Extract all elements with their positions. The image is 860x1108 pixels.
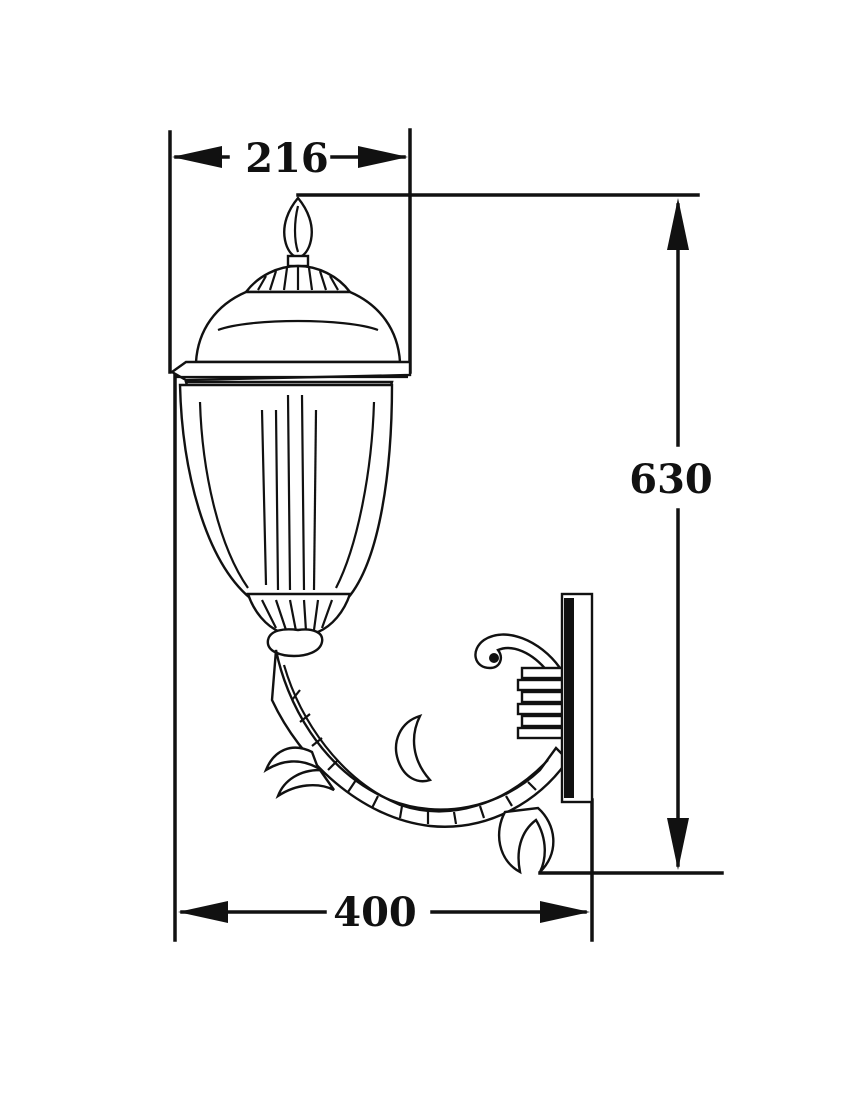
arrowhead-right-icon — [358, 146, 408, 168]
arrowhead-down-icon — [667, 818, 689, 870]
wall-plate-edge — [564, 598, 574, 798]
glass-frame-left — [260, 409, 280, 591]
lantern-glass-icon — [178, 383, 394, 600]
scroll-icon — [474, 633, 562, 674]
top-width-label: 216 — [245, 135, 329, 182]
bottom-width-label: 400 — [333, 889, 417, 936]
leaf-left-icon — [263, 746, 321, 773]
canopy-rim — [169, 360, 412, 382]
neck-knob — [266, 628, 324, 658]
dimension-top-width: 216 — [168, 128, 412, 374]
arm-inner-line — [282, 664, 549, 813]
arrowhead-left-bottom-icon — [178, 901, 228, 923]
finial-collar — [286, 254, 310, 268]
bracket-collar — [516, 666, 568, 740]
arrowhead-right-bottom-icon — [540, 901, 590, 923]
dimension-height: 630 — [296, 193, 724, 875]
lamp-illustration — [169, 196, 594, 875]
finial-detail — [293, 205, 300, 253]
glass-frame-center — [286, 394, 306, 591]
arrowhead-up-icon — [667, 198, 689, 250]
crown-ribs — [257, 266, 339, 291]
lantern-base — [246, 592, 352, 634]
scroll-eye — [489, 653, 499, 663]
arm-texture — [291, 689, 537, 825]
leaf-bottom-icon — [497, 806, 555, 875]
base-ribs — [261, 599, 334, 632]
arrowhead-left-icon — [172, 146, 222, 168]
leaf-middle-icon — [394, 714, 433, 783]
dimension-bottom-width: 400 — [173, 370, 594, 942]
height-label: 630 — [629, 456, 713, 503]
dome-band — [217, 319, 379, 332]
leaf-left-lower-icon — [275, 768, 335, 800]
glass-frame-right — [312, 409, 318, 591]
glass-panel-right — [335, 401, 376, 589]
glass-panel-left — [198, 401, 249, 589]
